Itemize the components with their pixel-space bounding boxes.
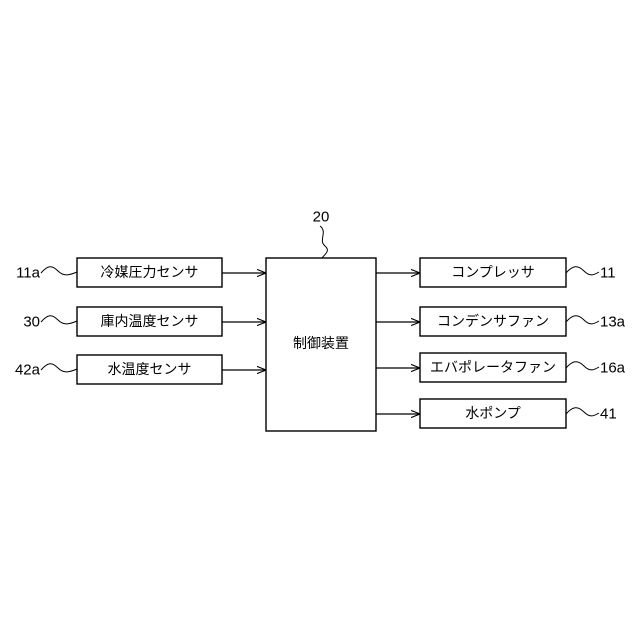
output-leader-3 — [566, 362, 599, 370]
output-condenser-fan: コンデンサファン 13a — [376, 307, 626, 336]
controller: 制御装置 20 — [266, 209, 376, 432]
output-leader-2 — [566, 316, 599, 324]
input-sensor-cabinet-temperature: 庫内温度センサ 30 — [23, 307, 266, 336]
input-leader-2 — [41, 316, 77, 324]
output-label-1: コンプレッサ — [451, 265, 535, 281]
output-compressor: コンプレッサ 11 — [376, 258, 616, 287]
output-evaporator-fan: エバポレータファン 16a — [376, 353, 626, 382]
input-ref-1: 11a — [16, 265, 41, 282]
output-water-pump: 水ポンプ 41 — [376, 399, 617, 428]
input-label-2: 庫内温度センサ — [101, 313, 199, 330]
input-sensor-water-temperature: 水温度センサ 42a — [15, 355, 266, 384]
output-label-4: 水ポンプ — [465, 406, 521, 422]
output-leader-4 — [566, 408, 599, 416]
input-ref-2: 30 — [23, 314, 40, 331]
input-label-3: 水温度センサ — [108, 362, 192, 378]
controller-label: 制御装置 — [293, 336, 349, 352]
output-ref-3: 16a — [600, 360, 626, 377]
controller-leader — [320, 226, 327, 258]
input-leader-1 — [41, 267, 77, 275]
input-sensor-refrigerant-pressure: 冷媒圧力センサ 11a — [16, 258, 266, 287]
output-ref-2: 13a — [600, 314, 626, 331]
controller-ref: 20 — [313, 209, 330, 226]
output-label-2: コンデンサファン — [437, 313, 549, 330]
input-ref-3: 42a — [15, 362, 41, 379]
output-ref-1: 11 — [600, 265, 616, 282]
output-leader-1 — [566, 267, 599, 275]
output-ref-4: 41 — [600, 406, 617, 423]
output-label-3: エバポレータファン — [430, 360, 556, 376]
input-leader-3 — [41, 364, 77, 372]
input-label-1: 冷媒圧力センサ — [101, 265, 199, 281]
